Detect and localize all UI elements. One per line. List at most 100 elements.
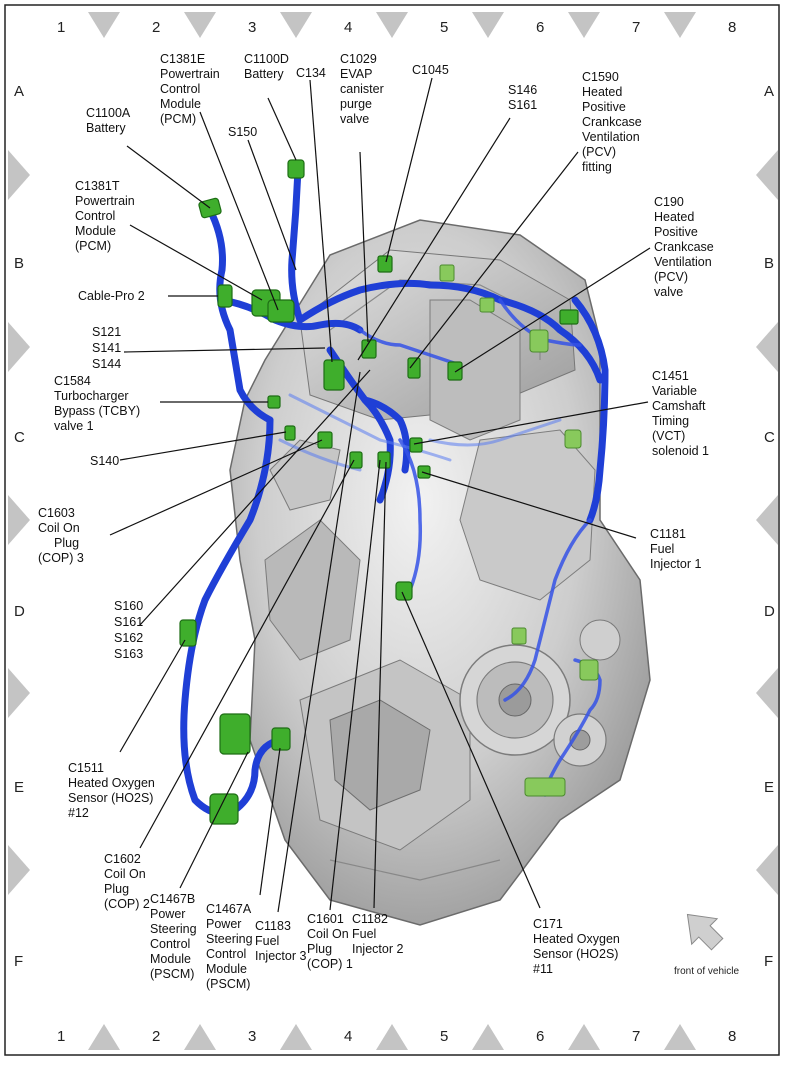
label-c1100a: C1100A Battery [86,106,131,135]
row-label: F [764,953,773,970]
connector-c1511[interactable] [179,619,197,647]
label-line: (VCT) [652,429,685,443]
label-line: Module [75,224,116,238]
label-cable-pro: Cable-Pro 2 [78,289,145,303]
label-line: valve [654,285,683,299]
label-c134: C134 [296,66,326,80]
label-line: C1100A [86,106,131,120]
label-line: Heated [582,85,622,99]
label-c1590: C1590 Heated Positive Crankcase Ventilat… [582,70,642,174]
label-line: Power [150,907,185,921]
col-label: 3 [248,19,256,36]
col-label: 5 [440,1028,448,1045]
col-label: 6 [536,19,544,36]
label-line: Ventilation [654,255,712,269]
label-line: solenoid 1 [652,444,709,458]
label-line: Coil On [38,521,80,535]
row-label: E [764,779,774,796]
label-line: Control [206,947,246,961]
label-line: #11 [533,962,553,976]
label-line: Cable-Pro 2 [78,289,145,303]
label-line: Ventilation [582,130,640,144]
connector-c1603[interactable] [317,431,333,449]
label-c1100d: C1100D Battery [244,52,289,81]
label-line: C1045 [412,63,449,77]
row-label: C [14,429,25,446]
connector-c1467-lower[interactable] [209,793,239,825]
label-c1381t: C1381T Powertrain Control Module (PCM) [75,179,135,253]
row-label: D [764,603,775,620]
connector-c1029[interactable] [361,339,377,359]
row-label: A [14,83,24,100]
col-label: 8 [728,1028,736,1045]
connector-c1602[interactable] [349,451,363,469]
row-label: F [14,953,23,970]
label-line: S161 [508,98,537,112]
row-label: B [764,255,774,272]
label-line: C1601 [307,912,344,926]
label-line: Injector 1 [650,557,701,571]
connector-c190[interactable] [559,309,579,325]
grid-markers-bottom [88,1024,696,1050]
connector-misc[interactable] [439,264,455,282]
label-line: #12 [68,806,89,820]
label-line: Fuel [650,542,674,556]
connector-c1451[interactable] [409,437,423,453]
label-line: C1467A [206,902,252,916]
label-line: C1584 [54,374,91,388]
label-line: Crankcase [654,240,714,254]
label-line: (PCV) [582,145,616,159]
label-line: (COP) 1 [307,957,353,971]
connector-c1590[interactable] [447,361,463,381]
connector-c171[interactable] [395,581,413,601]
label-line: (COP) 2 [104,897,150,911]
label-c1601: C1601 Coil On Plug (COP) 1 [307,912,353,971]
connector-c1045[interactable] [377,255,393,273]
label-s146-s161: S146 S161 [508,83,537,112]
col-label: 2 [152,19,160,36]
connector-misc[interactable] [529,329,549,353]
connector-s140[interactable] [284,425,296,441]
label-line: Module [150,952,191,966]
connector-c1381e[interactable] [267,299,295,323]
connector-c134[interactable] [323,359,345,391]
label-line: Module [206,962,247,976]
label-line: C1511 [68,761,104,775]
col-label: 1 [57,1028,65,1045]
connector-cable-pro[interactable] [217,284,233,308]
connector-c1601[interactable] [377,451,391,469]
label-line: (PCM) [160,112,196,126]
label-line: Heated Oxygen [68,776,155,790]
label-line: (PCM) [75,239,111,253]
label-line: S160 [114,599,143,613]
label-s160-group: S160 S161 S162 S163 [114,599,143,661]
label-line: Battery [244,67,284,81]
label-line: Steering [206,932,253,946]
connector-misc[interactable] [579,659,599,681]
label-s121-group: S121 S141 S144 [92,325,121,371]
label-line: S140 [90,454,119,468]
connector-misc[interactable] [511,627,527,645]
connector-c1467b[interactable] [219,713,251,755]
grid-markers-right [756,150,778,895]
label-line: Module [160,97,201,111]
grid-markers-top [88,12,696,38]
connector-misc[interactable] [479,297,495,313]
label-c1511: C1511 Heated Oxygen Sensor (HO2S) #12 [68,761,155,820]
connector-misc[interactable] [524,777,566,797]
label-c1603: C1603 Coil On Plug (COP) 3 [38,506,84,565]
connector-c1467a[interactable] [271,727,291,751]
label-line: S144 [92,357,121,371]
label-line: Plug [104,882,129,896]
connector-c1100d[interactable] [287,159,305,179]
connector-c1584[interactable] [267,395,281,409]
label-line: S146 [508,83,537,97]
connector-s146[interactable] [407,357,421,379]
col-label: 4 [344,1028,352,1045]
label-line: Coil On [307,927,349,941]
label-line: Sensor (HO2S) [68,791,153,805]
row-label: B [14,255,24,272]
connector-misc[interactable] [564,429,582,449]
label-line: Timing [652,414,689,428]
